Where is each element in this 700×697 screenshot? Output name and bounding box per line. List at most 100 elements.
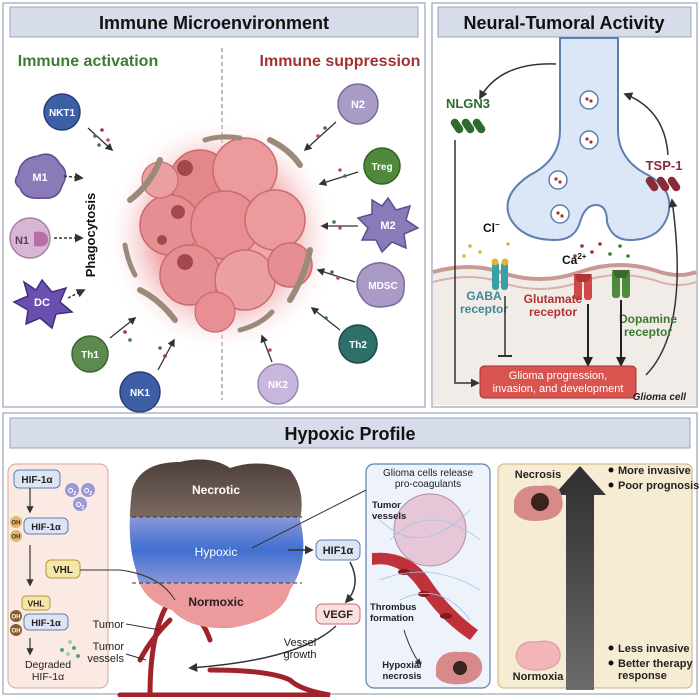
nk2-arrow <box>260 334 273 363</box>
released-neurotransmitters <box>462 242 630 258</box>
calcium-label: Ca2+ <box>562 252 587 267</box>
tsp1-label: TSP-1 <box>646 158 683 173</box>
svg-text:Treg: Treg <box>371 162 392 173</box>
svg-text:VEGF: VEGF <box>323 609 353 621</box>
hypoxic-zone-label: Hypoxic <box>195 545 238 559</box>
dc-phagocytosis-arrow <box>67 289 86 299</box>
chloride-label: Cl− <box>483 220 500 235</box>
svg-text:M2: M2 <box>380 220 395 232</box>
vegf-box <box>315 603 361 625</box>
cell-n1: N1 <box>9 217 51 259</box>
svg-text:OH: OH <box>12 521 21 527</box>
necrosis-characteristics: More invasive Poor prognosis <box>608 465 699 492</box>
progression-gradient-arrow <box>554 466 606 690</box>
svg-text:MDSC: MDSC <box>368 281 397 292</box>
oxygen-molecules: O2 O2 O2 <box>65 483 95 511</box>
cytokine-dots <box>93 126 347 358</box>
svg-text:O2: O2 <box>84 488 92 497</box>
treg-arrow <box>318 171 359 186</box>
normoxia-tissue-icon <box>515 640 561 671</box>
svg-text:N1: N1 <box>15 235 29 247</box>
progression-label: Glioma progression,invasion, and develop… <box>493 370 624 395</box>
svg-text:DC: DC <box>34 297 50 309</box>
nlgn3-release-arrow <box>479 63 557 100</box>
svg-text:NK2: NK2 <box>268 380 288 391</box>
immune-panel: Immune Microenvironment Immune activatio… <box>2 2 426 413</box>
inset-pointer-line <box>251 487 371 549</box>
svg-text:OH: OH <box>12 629 21 635</box>
cell-m2: M2 <box>356 196 420 254</box>
neural-panel-title: Neural-Tumoral Activity <box>463 13 664 33</box>
svg-text:HIF-1α: HIF-1α <box>31 522 61 533</box>
progression-box <box>479 365 637 399</box>
glioma-cell-cluster <box>393 493 467 567</box>
normoxia-label: Normoxia <box>513 671 565 683</box>
cell-m1: M1 <box>14 153 67 200</box>
nlgn3-molecule-icon <box>450 118 486 134</box>
degraded-fragments <box>60 640 80 658</box>
nlgn3-to-progression-arrow <box>454 140 480 388</box>
dopamine-receptor-icon <box>612 270 630 298</box>
tsp1-molecule-icon <box>645 176 681 192</box>
svg-text:Th2: Th2 <box>349 340 367 351</box>
svg-text:HIF-1α: HIF-1α <box>21 475 53 486</box>
glioma-to-tsp1-arrow <box>645 198 678 376</box>
vhl-pill <box>45 559 81 579</box>
glutamate-receptor-icon <box>574 274 592 300</box>
fibrin-threads <box>379 509 481 621</box>
m1-phagocytosis-arrow <box>63 172 84 182</box>
hypoxia-necrosis-label: Hypoxia/necrosis <box>382 660 422 682</box>
n2-arrow <box>303 121 337 152</box>
normoxic-zone-label: Normoxic <box>188 595 244 609</box>
synaptic-vesicles <box>548 90 599 224</box>
necrotic-zone-label: Necrotic <box>192 483 240 497</box>
gaba-receptor-icon <box>491 258 509 290</box>
svg-text:M1: M1 <box>32 172 47 184</box>
hif1a-to-vegf-arrow <box>344 561 356 604</box>
phagocytosis-label: Phagocytosis <box>83 193 98 278</box>
svg-text:O2: O2 <box>76 502 84 511</box>
nlgn3-label: NLGN3 <box>446 96 490 111</box>
svg-text:N2: N2 <box>351 99 365 111</box>
hypoxic-panel-title: Hypoxic Profile <box>284 424 415 444</box>
cell-nk2: NK2 <box>257 363 299 405</box>
cell-treg: Treg <box>363 147 401 185</box>
svg-text:Th1: Th1 <box>81 350 99 361</box>
svg-text:Less invasive: Less invasive <box>618 643 690 655</box>
vhl-to-tumor-line <box>80 569 176 601</box>
immune-suppression-label: Immune suppression <box>260 53 421 70</box>
cell-th1: Th1 <box>71 335 109 373</box>
neural-panel: Neural-Tumoral Activity <box>431 2 698 408</box>
nkt1-arrow <box>87 127 114 152</box>
svg-text:VHL: VHL <box>28 599 45 609</box>
mdsc-arrow <box>316 268 356 283</box>
cell-nkt1: NKT1 <box>43 93 81 131</box>
necrosis-label: Necrosis <box>515 469 561 481</box>
cell-nk1: NK1 <box>119 371 161 413</box>
svg-text:OH: OH <box>12 535 21 541</box>
th1-arrow <box>109 317 137 339</box>
immune-panel-title: Immune Microenvironment <box>99 13 329 33</box>
svg-text:More invasive: More invasive <box>618 465 691 477</box>
cell-th2: Th2 <box>338 324 378 364</box>
svg-text:HIF1α: HIF1α <box>323 545 354 557</box>
svg-text:NK1: NK1 <box>130 388 150 399</box>
tumor-label: Tumor <box>93 619 125 631</box>
svg-text:OH: OH <box>12 615 21 621</box>
hydroxylated-hif1a: OH OH HIF-1α <box>10 516 69 542</box>
svg-text:NKT1: NKT1 <box>49 108 76 119</box>
tumor-mass <box>104 115 340 355</box>
svg-text:HIF-1α: HIF-1α <box>31 618 61 629</box>
cell-mdsc: MDSC <box>356 262 405 308</box>
